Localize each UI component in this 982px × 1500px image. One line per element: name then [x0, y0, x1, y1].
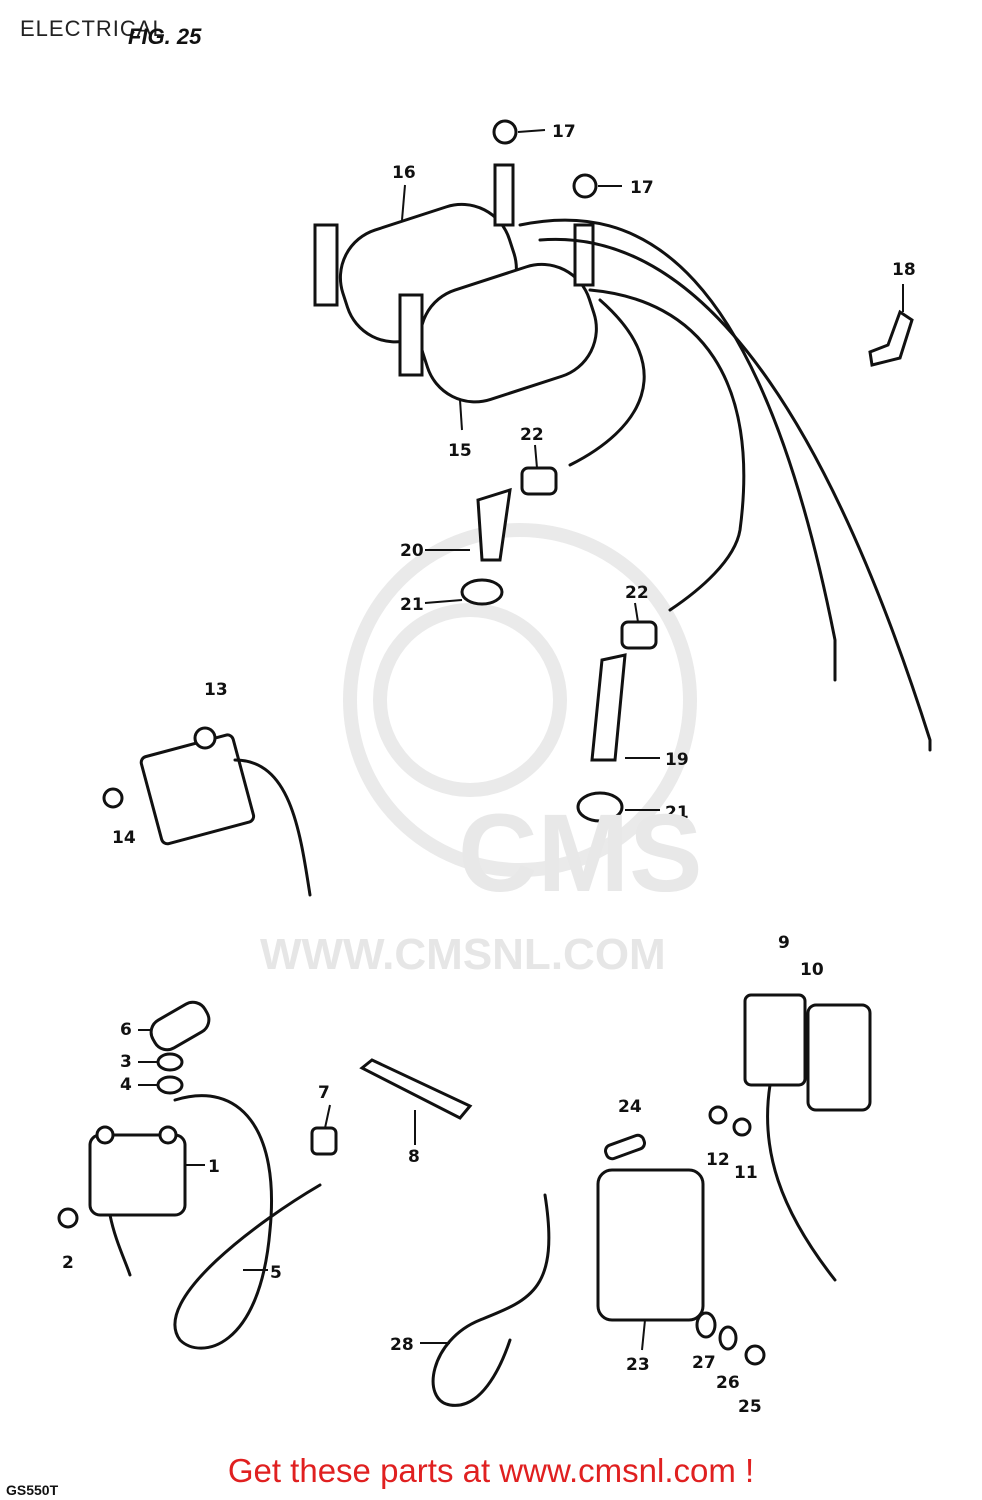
callout-28: 28 [390, 1335, 414, 1355]
terminal-cap-6 [149, 1000, 211, 1052]
fuse-case-23 [596, 1168, 705, 1322]
plug-cap-19 [590, 653, 627, 762]
callout-7: 7 [318, 1083, 330, 1103]
leader-lines [138, 184, 646, 1351]
callout-6: 6 [120, 1020, 132, 1040]
callout-5: 5 [270, 1263, 282, 1283]
callout-4: 4 [120, 1075, 132, 1095]
screw-11 [732, 1117, 752, 1137]
callout-15: 15 [448, 441, 472, 461]
washer-27 [695, 1311, 717, 1339]
callout-18: 18 [892, 260, 916, 280]
ht-leads [518, 218, 932, 752]
watermark-mascot [343, 523, 697, 877]
callout-2: 2 [62, 1253, 74, 1273]
callout-20: 20 [400, 541, 424, 561]
washer-4 [156, 1075, 184, 1095]
nut-3 [156, 1052, 184, 1072]
callout-25: 25 [738, 1397, 762, 1417]
callout-12: 12 [706, 1150, 730, 1170]
starter-relay-1 [88, 1125, 187, 1277]
callout-14: 14 [112, 828, 136, 848]
connector-22a [520, 466, 558, 496]
regulator-13 [139, 726, 312, 897]
model-code: GS550T [6, 1482, 59, 1498]
callout-11: 11 [734, 1163, 758, 1183]
section-title: ELECTRICAL [20, 16, 166, 41]
screw-25 [744, 1344, 766, 1366]
callout-9: 9 [778, 933, 790, 953]
callout-22a: 22 [520, 425, 544, 445]
callout-1: 1 [208, 1157, 220, 1177]
connector-22b [620, 620, 658, 650]
callout-27: 27 [692, 1353, 716, 1373]
cap-17a [492, 119, 518, 145]
callout-26: 26 [716, 1373, 740, 1393]
callout-13: 13 [204, 680, 228, 700]
bolt-2 [57, 1207, 79, 1229]
starter-cable-5 [173, 1094, 322, 1350]
seal-21b [576, 791, 624, 823]
cap-17b [572, 173, 598, 199]
seal-21a [460, 578, 504, 606]
callout-17b: 17 [630, 178, 654, 198]
ground-cable-28 [431, 1193, 551, 1407]
figure-number: FIG. 25 [128, 24, 202, 49]
fuse-24 [604, 1133, 646, 1161]
footer-link[interactable]: Get these parts at www.cmsnl.com ! [227, 1452, 755, 1489]
callout-17a: 17 [552, 122, 576, 142]
callout-labels: 1 2 3 4 5 6 7 8 9 10 11 12 13 14 15 16 1… [62, 122, 916, 1417]
fuse-box-9 [743, 993, 807, 1087]
clip-7 [310, 1126, 338, 1156]
callout-21b: 21 [665, 803, 689, 823]
watermark-logo: CMS [458, 792, 703, 915]
washer-26 [718, 1325, 738, 1351]
callout-10: 10 [800, 960, 824, 980]
fuse-cover-10 [806, 1003, 872, 1112]
screw-14 [102, 787, 124, 809]
callout-24: 24 [618, 1097, 642, 1117]
callout-22b: 22 [625, 583, 649, 603]
callout-3: 3 [120, 1052, 132, 1072]
callout-8: 8 [408, 1147, 420, 1167]
clamp-18 [868, 309, 914, 367]
callout-23: 23 [626, 1355, 650, 1375]
plug-cap-20 [476, 487, 512, 562]
watermark-url: WWW.CMSNL.COM [260, 930, 666, 979]
callout-16: 16 [392, 163, 416, 183]
battery-band-8 [359, 1058, 473, 1120]
washer-12 [708, 1105, 728, 1125]
callout-21a: 21 [400, 595, 424, 615]
callout-19: 19 [665, 750, 689, 770]
